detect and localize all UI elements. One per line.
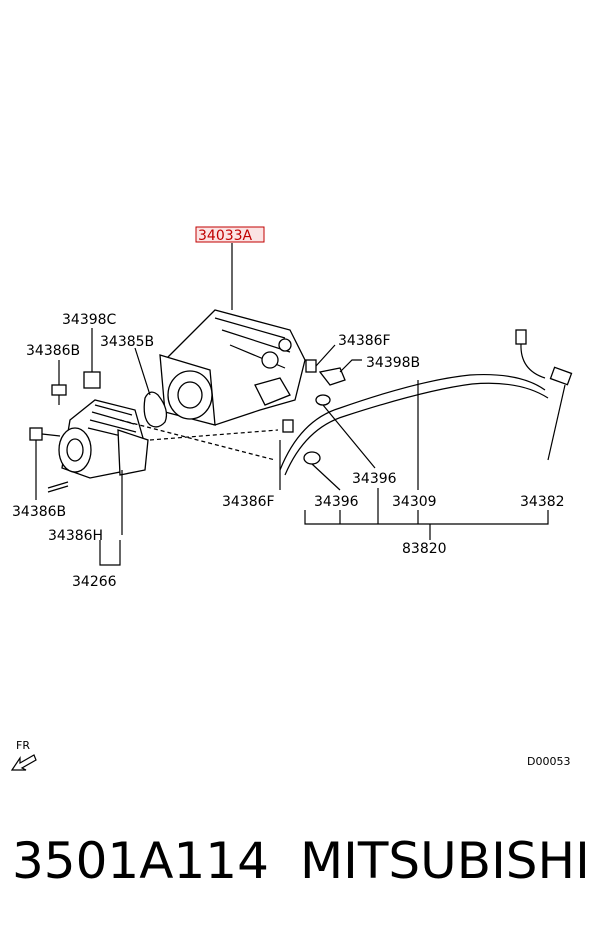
label-34386B-bottom[interactable]: 34386B (12, 504, 66, 520)
bolt-34386B-top (51, 360, 67, 405)
gasket-34385B (143, 391, 168, 428)
label-34033A[interactable]: 34033A (198, 228, 253, 244)
label-34309[interactable]: 34309 (392, 494, 437, 510)
brand-name: MITSUBISHI (300, 832, 590, 890)
main-label-highlight (195, 226, 265, 243)
label-34385B[interactable]: 34385B (100, 334, 154, 350)
footer: 3501A114 MITSUBISHI (0, 832, 600, 912)
label-34396-a[interactable]: 34396 (352, 471, 397, 487)
front-arrow-icon: FR (10, 739, 37, 771)
front-marker-label: FR (16, 739, 30, 752)
diagram-code: D00053 (527, 755, 570, 768)
bolt-34386F-top (305, 344, 336, 373)
transfer-case-assembly (159, 309, 306, 426)
label-34398B[interactable]: 34398B (366, 355, 420, 371)
grommet-34396-b (303, 451, 321, 465)
flange-housing-34266 (58, 399, 149, 479)
label-83820[interactable]: 83820 (402, 541, 447, 557)
label-34386H[interactable]: 34386H (48, 528, 103, 544)
sensor-34382 (515, 329, 573, 461)
bolt-34386B-left (29, 427, 61, 500)
label-34386F-bottom[interactable]: 34386F (222, 494, 275, 510)
clip-34398C (83, 328, 101, 389)
stud-34386B (47, 481, 69, 493)
label-34386F-top[interactable]: 34386F (338, 333, 391, 349)
label-34266[interactable]: 34266 (72, 574, 117, 590)
label-34382[interactable]: 34382 (520, 494, 565, 510)
label-34396-b[interactable]: 34396 (314, 494, 359, 510)
grommet-34396-a (315, 394, 331, 406)
label-34398C[interactable]: 34398C (62, 312, 117, 328)
parts-diagram: 34033A (10, 226, 573, 771)
label-34386B-top[interactable]: 34386B (26, 343, 80, 359)
bracket-34398B (318, 359, 362, 386)
bolt-34386F-bottom (279, 419, 294, 490)
part-number: 3501A114 (12, 832, 269, 890)
hose-34309 (279, 373, 549, 490)
